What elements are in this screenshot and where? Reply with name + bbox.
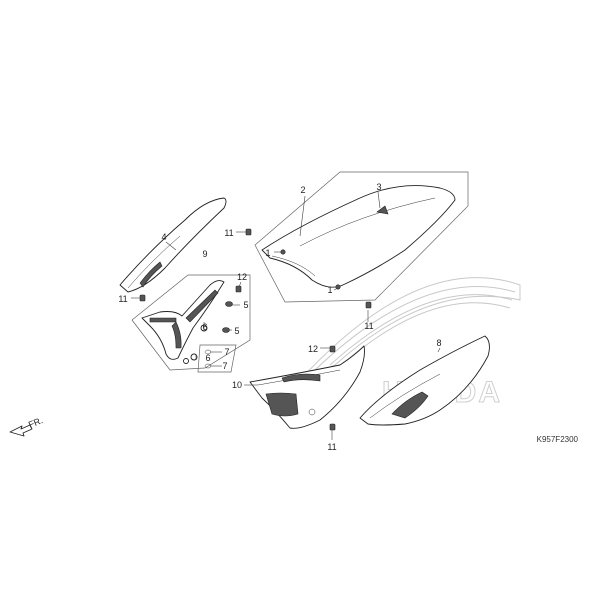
seat-group-frame bbox=[254, 171, 469, 303]
side-cover-group-frame bbox=[131, 274, 251, 371]
callout-3: 3 bbox=[376, 182, 381, 192]
front-label: FR. bbox=[27, 415, 44, 430]
callout-4: 4 bbox=[161, 232, 166, 242]
callout-12-left: 12 bbox=[237, 272, 247, 282]
callout-10: 10 bbox=[232, 380, 242, 390]
fasteners bbox=[139, 228, 372, 431]
front-direction-arrow: FR. bbox=[9, 415, 44, 437]
callout-5-upper: 5 bbox=[243, 300, 248, 310]
side-cover-frame-part bbox=[141, 280, 225, 360]
seat-part bbox=[261, 185, 456, 290]
callout-8: 8 bbox=[436, 338, 441, 348]
callout-5-lower: 5 bbox=[234, 326, 239, 336]
front-side-cover-part bbox=[249, 345, 365, 429]
rear-upper-cover-part bbox=[119, 197, 227, 293]
callout-7-lower: 7 bbox=[222, 361, 227, 371]
callout-11-left: 11 bbox=[118, 294, 127, 304]
callout-11-right: 11 bbox=[364, 321, 373, 331]
leader-lines bbox=[131, 191, 441, 440]
callout-labels: 2 3 4 9 11 1 11 12 5 6 5 6 7 7 1 11 12 8… bbox=[118, 182, 441, 452]
callout-11-bottom: 11 bbox=[327, 442, 336, 452]
callout-1-lower: 1 bbox=[327, 285, 332, 295]
callout-1-top: 1 bbox=[265, 248, 270, 258]
callout-6-upper: 6 bbox=[202, 322, 207, 332]
callout-2: 2 bbox=[300, 185, 305, 195]
callout-6-lower: 6 bbox=[205, 353, 210, 363]
diagram-code: K957F2300 bbox=[537, 435, 579, 444]
callout-9: 9 bbox=[202, 249, 207, 259]
side-shroud-part bbox=[359, 335, 490, 426]
callout-11-top: 11 bbox=[224, 228, 233, 238]
callout-7-upper: 7 bbox=[224, 347, 229, 357]
callout-12-right: 12 bbox=[308, 344, 318, 354]
